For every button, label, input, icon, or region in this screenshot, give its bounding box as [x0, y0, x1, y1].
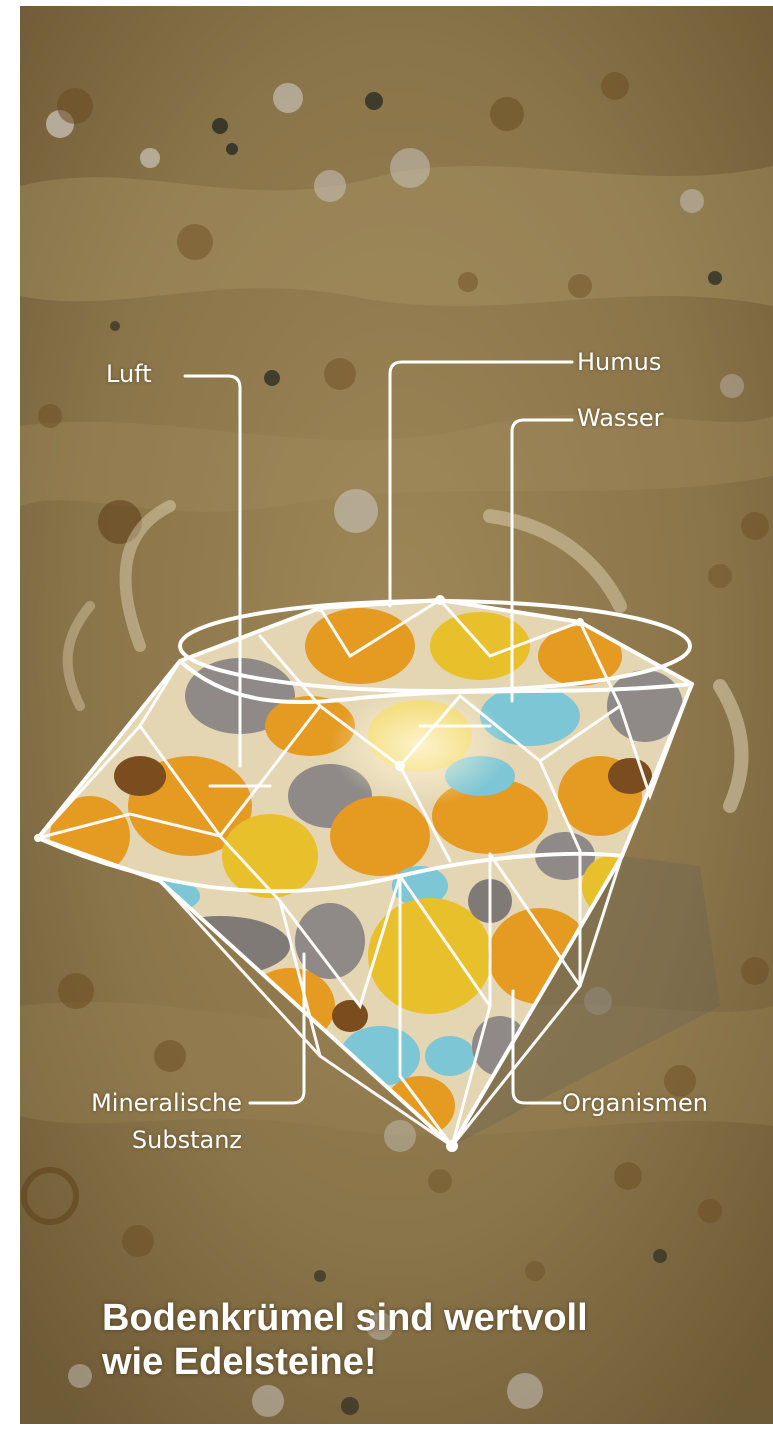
soil-gem-illustration	[20, 6, 773, 1424]
headline-line2: wie Edelsteine!	[102, 1340, 742, 1384]
headline-line1: Bodenkrümel sind wertvoll	[102, 1296, 742, 1340]
label-humus: Humus	[577, 348, 661, 376]
headline: Bodenkrümel sind wertvoll wie Edelsteine…	[102, 1296, 742, 1384]
label-organismen: Organismen	[562, 1089, 708, 1117]
label-mineralische-line2: Substanz	[44, 1126, 242, 1154]
label-wasser: Wasser	[577, 404, 664, 432]
label-luft: Luft	[106, 360, 152, 388]
label-mineralische-line1: Mineralische	[44, 1089, 242, 1117]
poster: Luft Humus Wasser Mineralische Substanz …	[20, 6, 773, 1424]
